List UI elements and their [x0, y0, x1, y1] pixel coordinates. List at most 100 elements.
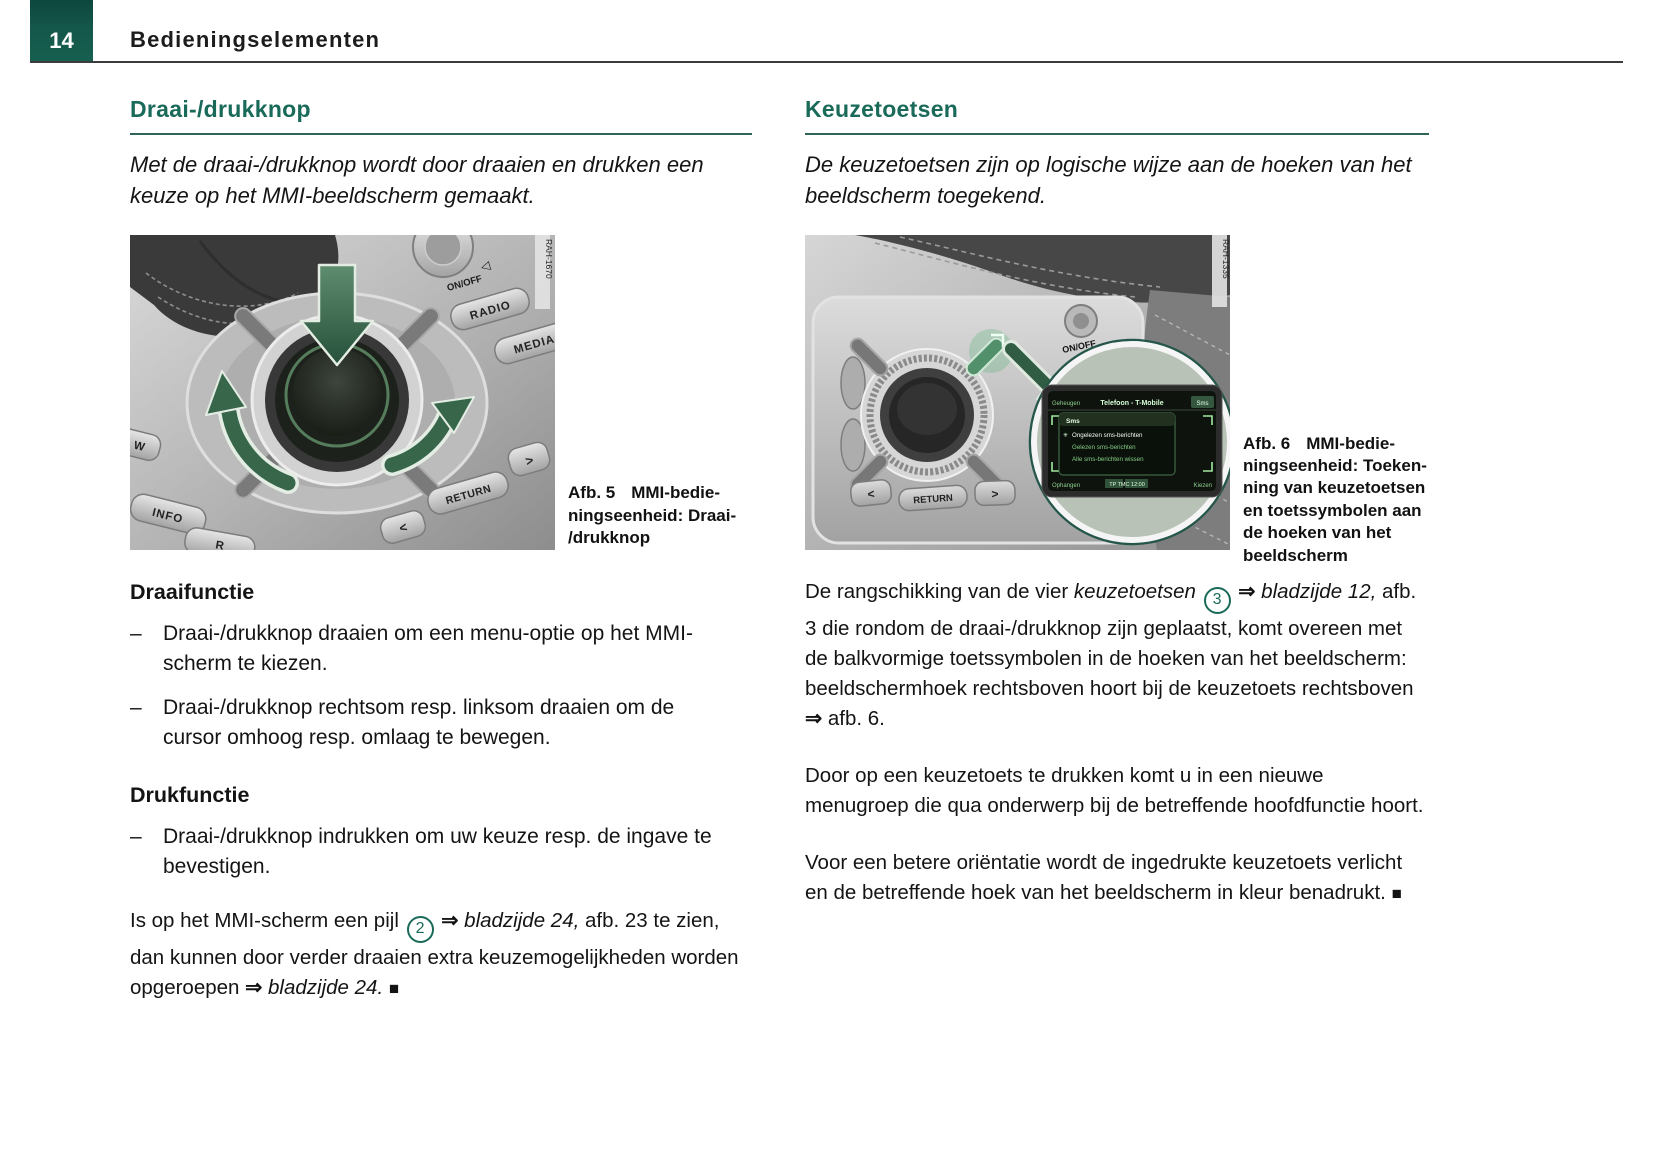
figure-6-label: Afb. 6 — [1243, 433, 1291, 453]
page-reference: bladzijde 12, — [1261, 579, 1377, 603]
list-item-text: Draai-/drukknop draaien om een menu-opti… — [163, 621, 693, 675]
toggle-switch — [840, 355, 866, 410]
paragraph-text: Voor een betere oriëntatie wordt de inge… — [805, 851, 1403, 905]
return-button: RETURN — [898, 484, 968, 512]
caption-line: ning van keuzetoetsen — [1243, 478, 1426, 498]
leather-crease — [198, 239, 281, 303]
figure-5: ◁ ON/OFF RADIO MEDIA — [130, 234, 736, 550]
list-item: – Draai-/drukknop rechtsom resp. linksom… — [130, 693, 752, 753]
header-rule — [30, 61, 1623, 63]
ref-arrow-icon: ⇒ — [1238, 579, 1256, 603]
rotate-arrow-left-head — [205, 369, 247, 416]
prev-label: < — [397, 519, 409, 536]
screen-item-marker: ✳ — [1063, 432, 1068, 439]
screen-bottom-right: Kiezen — [1194, 483, 1212, 489]
list-item-text: Draai-/drukknop indrukken om uw keuze re… — [163, 824, 712, 878]
car-button-partial: R — [184, 526, 256, 550]
figure-5-label: Afb. 5 — [568, 483, 616, 503]
screen-menu-item-1: Ongelezen sms-berichten — [1072, 432, 1143, 439]
return-button: RETURN — [427, 470, 509, 515]
caption-line: MMI-bedie- — [1306, 433, 1396, 453]
rotate-arrow-right — [384, 407, 456, 473]
inset-circle-outer — [1028, 338, 1230, 545]
caption-line: /drukknop — [568, 528, 651, 548]
next-label: > — [991, 486, 998, 500]
screen-corner-brackets — [1051, 414, 1213, 472]
next-button: > — [974, 479, 1016, 506]
figure-6: ON/OFF < RETURN > — [805, 234, 1427, 565]
paragraph-2: Door op een keuzetoets te drukken komt u… — [805, 764, 1424, 818]
figure-5-photo: ◁ ON/OFF RADIO MEDIA — [130, 234, 555, 550]
dash-bullet: – — [130, 695, 142, 719]
rotate-arrow-left — [220, 397, 296, 491]
prev-button: < — [849, 478, 893, 507]
pointer-arrow — [1005, 342, 1057, 395]
paragraph-text: afb. 3 die rondom de draai-/drukknop zij… — [805, 579, 1417, 700]
list-item: – Draai-/drukknop indrukken om uw keuze … — [130, 822, 752, 882]
nav-button-partial: W — [130, 423, 162, 461]
dash-bullet: – — [130, 621, 142, 645]
radio-button: RADIO — [450, 287, 530, 331]
prev-button: < — [379, 509, 427, 544]
car-label: R — [215, 539, 226, 550]
nav-label: W — [132, 439, 146, 453]
screen-menu-header — [1059, 412, 1175, 426]
emphasis-text: keuzetoetsen — [1073, 579, 1196, 603]
toggle-switch — [840, 417, 866, 472]
paragraph-1: De rangschikking van de vier keuzetoetse… — [805, 577, 1429, 735]
screen-status-box — [1105, 478, 1123, 488]
section-heading-draai-drukknop: Draai-/drukknop — [130, 96, 752, 135]
cross-reference-note: Is op het MMI-scherm een pijl 2 ⇒ bladzi… — [130, 906, 752, 1003]
media-button: MEDIA — [494, 321, 555, 365]
ref-badge-3: 3 — [1203, 586, 1231, 614]
photo-ref-strip — [535, 234, 550, 309]
return-label: RETURN — [913, 492, 953, 506]
figure-6-photo: ON/OFF < RETURN > — [805, 234, 1230, 550]
photo-ref-code: RAH-1335 — [1221, 239, 1230, 279]
dash-bullet: – — [130, 824, 142, 848]
list-item-text: Draai-/drukknop rechtsom resp. linksom d… — [163, 695, 675, 749]
screen-menu-item-3: Alle sms-berichten wissen — [1072, 456, 1144, 463]
left-column: Draai-/drukknop Met de draai-/drukknop w… — [130, 96, 752, 1023]
list-item: – Draai-/drukknop draaien om een menu-op… — [130, 619, 752, 679]
ref-arrow-icon: ⇒ — [805, 706, 823, 730]
caption-line: MMI-bedie- — [631, 483, 721, 503]
next-label: > — [524, 452, 536, 469]
rotary-knob-knurl — [866, 354, 988, 476]
section-intro: De keuzetoetsen zijn op logische wijze a… — [805, 152, 1412, 208]
rotary-knob-top — [293, 347, 381, 436]
screen-top-right: Sms — [1197, 401, 1209, 407]
caption-line: beeldscherm — [1243, 545, 1348, 565]
end-of-section-icon: ■ — [1391, 884, 1402, 904]
rotary-knob-top — [897, 382, 957, 435]
drukfunctie-list: – Draai-/drukknop indrukken om uw keuze … — [130, 822, 752, 882]
corner-key-top-left — [849, 337, 889, 376]
right-column: Keuzetoetsen De keuzetoetsen zijn op log… — [805, 96, 1429, 909]
section-heading-keuzetoetsen: Keuzetoetsen — [805, 96, 1429, 135]
photo-ref-strip — [1212, 234, 1227, 307]
rotate-arrow-right-head — [431, 395, 475, 434]
paragraph-text: De rangschikking van de vier — [805, 579, 1069, 603]
draaifunctie-list: – Draai-/drukknop draaien om een menu-op… — [130, 619, 752, 753]
page-reference: bladzijde 24. — [268, 975, 384, 999]
ref-arrow-icon: ⇒ — [245, 975, 263, 999]
screen-top-left: Geheugen — [1052, 401, 1080, 407]
corner-key-top-right-highlighted — [965, 337, 1005, 376]
screen-clock-box — [1125, 478, 1148, 488]
corner-bracket-icon — [991, 333, 1005, 347]
screen-sms-tab — [1191, 395, 1214, 408]
caption-line: en toetssymbolen aan — [1243, 500, 1422, 520]
next-button: > — [507, 441, 551, 476]
press-arrow-icon — [299, 263, 375, 366]
note-text: afb. 23 te zien, dan kunnen door verder … — [130, 908, 739, 999]
stitching — [899, 235, 1161, 288]
page-number-tab: 14 — [30, 0, 93, 63]
ref-badge-2: 2 — [406, 915, 434, 943]
caption-line: ningseenheid: Draai- — [568, 505, 737, 525]
screen-bottom-center: TP TMC 12:00 — [1109, 482, 1145, 488]
subheading-drukfunctie: Drukfunctie — [130, 782, 250, 807]
screen-title: Telefoon - T-Mobile — [1100, 400, 1163, 407]
prev-label: < — [867, 486, 875, 501]
end-of-section-icon: ■ — [388, 978, 400, 998]
